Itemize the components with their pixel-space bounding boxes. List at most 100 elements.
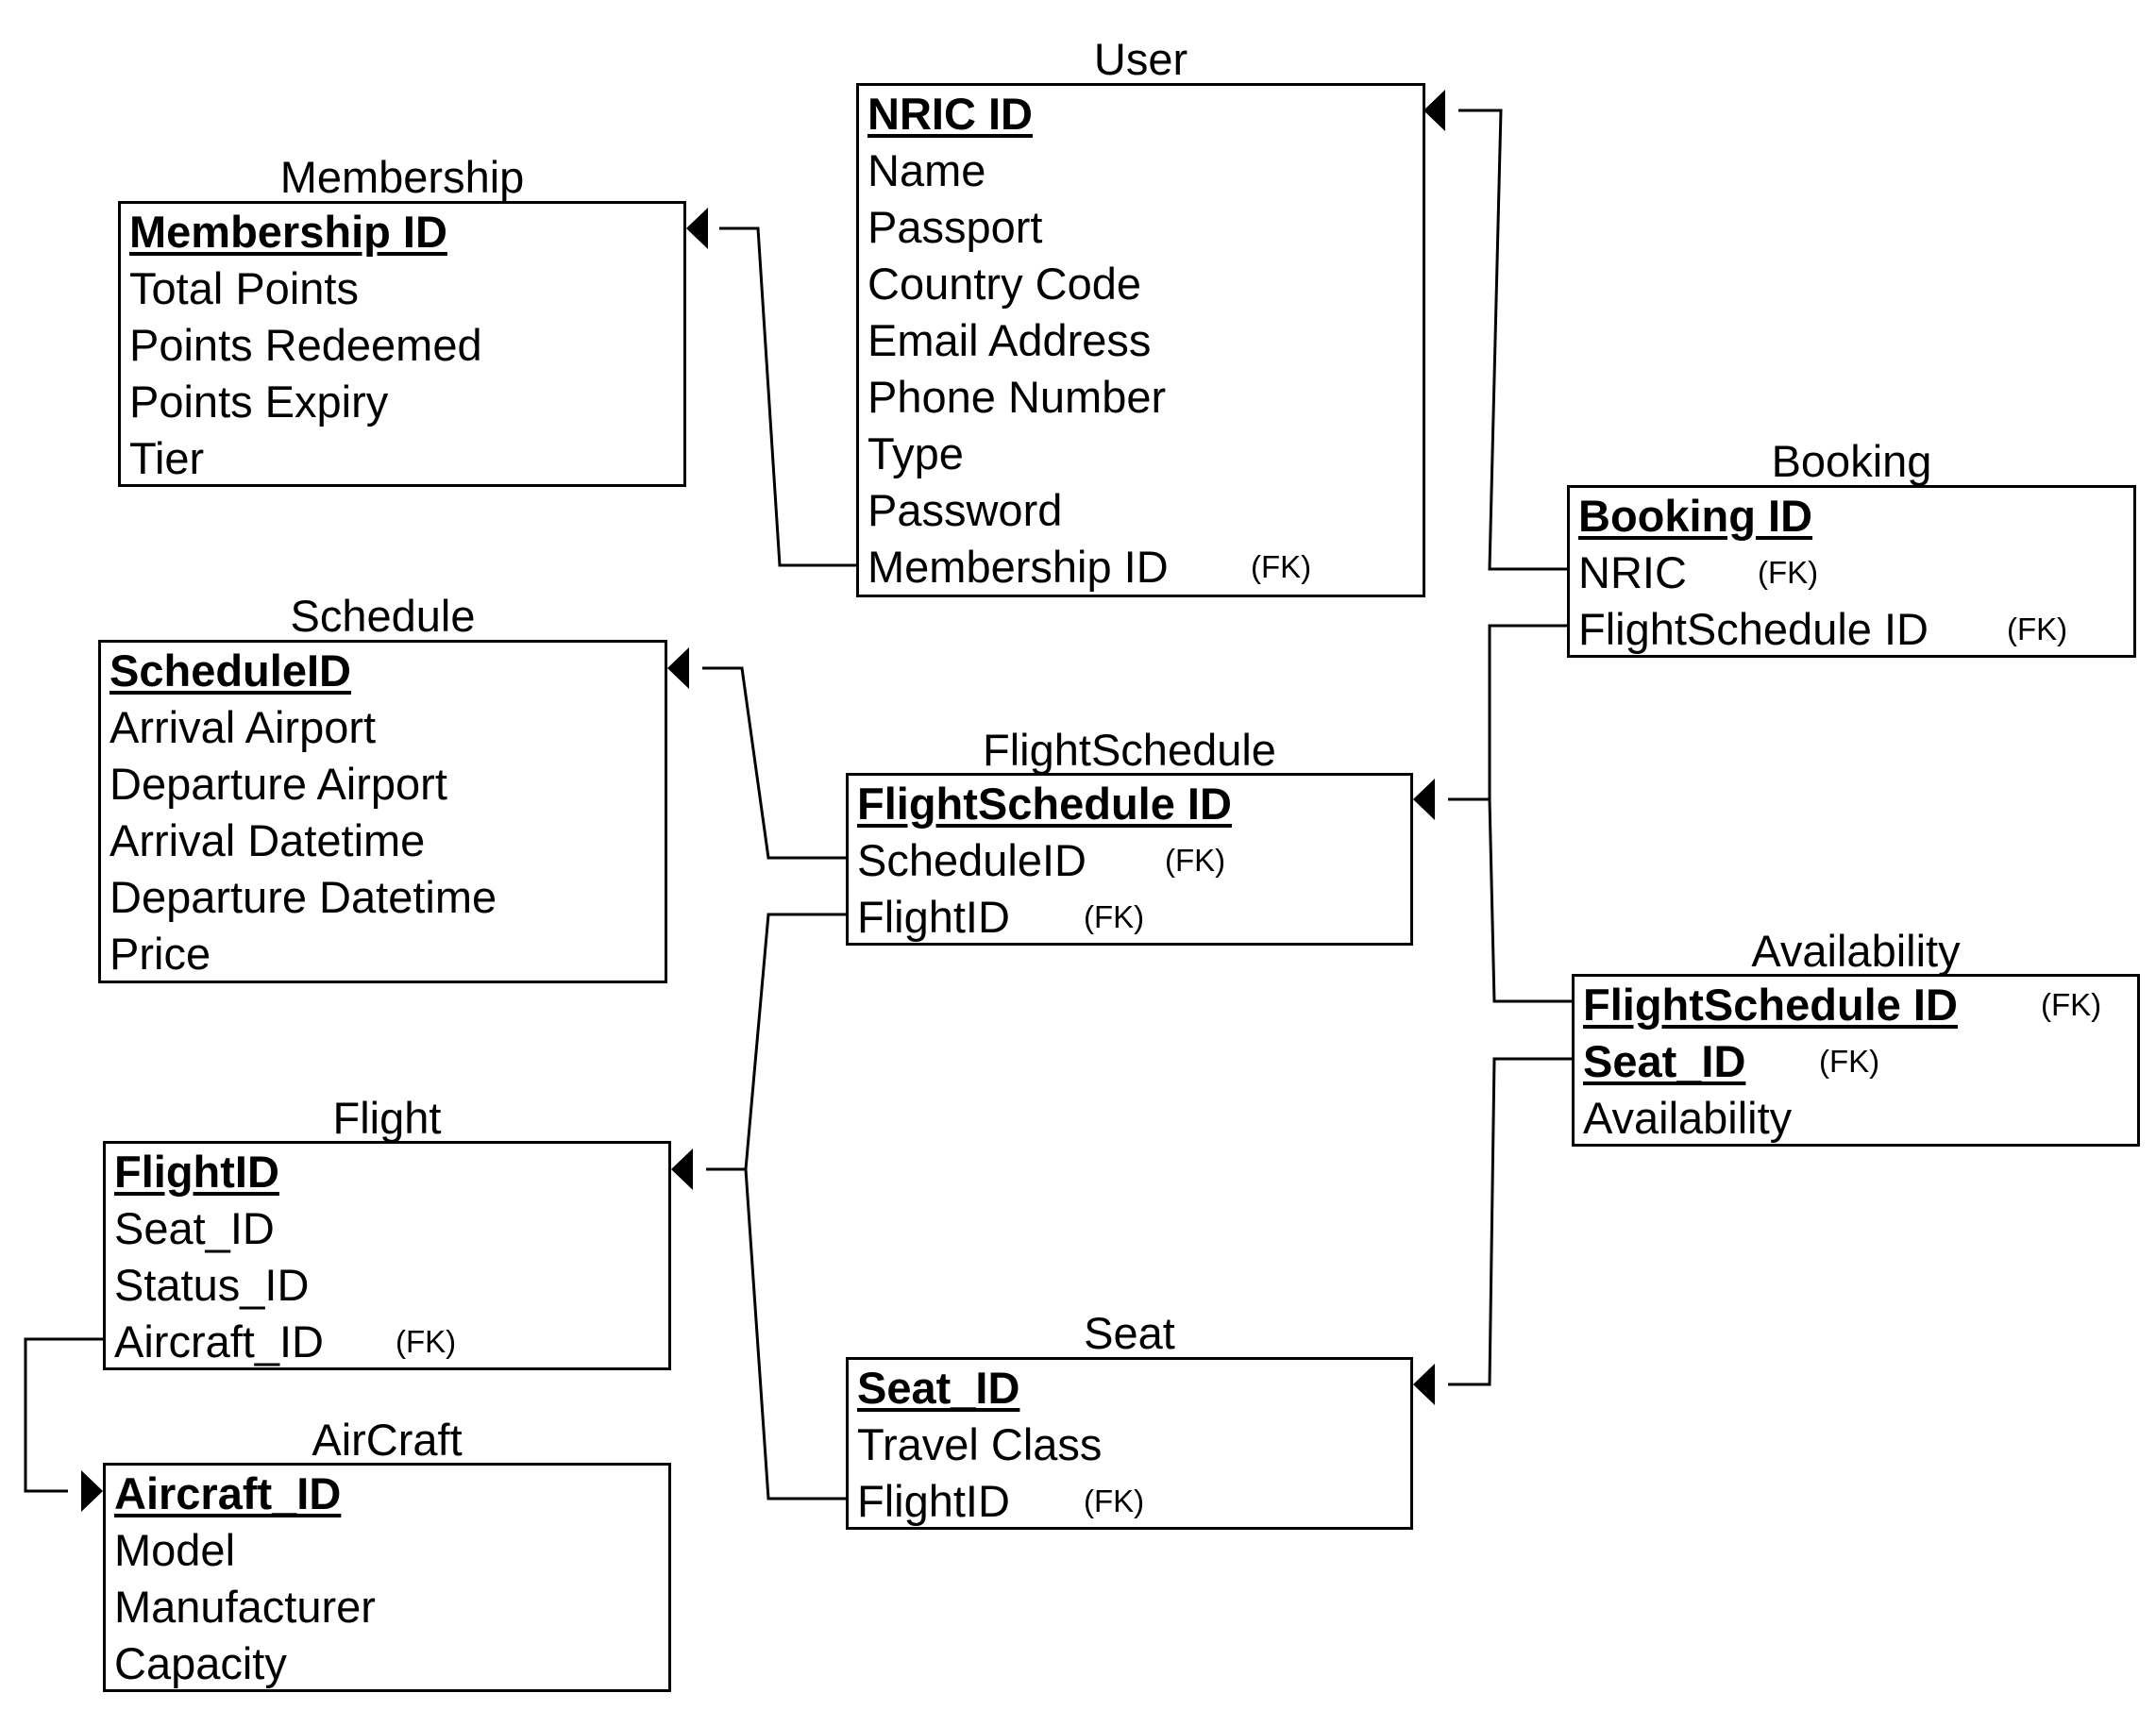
entity-aircraft: Aircraft_ID Model Manufacturer Capacity: [103, 1463, 671, 1692]
field-membership-total-points: Total Points: [129, 260, 359, 317]
entity-title-availability: Availability: [1751, 926, 1961, 976]
entity-title-user: User: [1093, 34, 1188, 84]
field-label: Points Redeemed: [129, 320, 482, 370]
entity-schedule: ScheduleID Arrival Airport Departure Air…: [98, 640, 667, 983]
field-label: Seat_ID: [114, 1203, 275, 1253]
field-label: ScheduleID: [857, 835, 1086, 885]
field-schedule-arrival-datetime: Arrival Datetime: [109, 813, 425, 869]
field-schedule-departure-datetime: Departure Datetime: [109, 869, 497, 926]
rel-booking-flightschedule: [1488, 624, 1567, 799]
field-aircraft-capacity: Capacity: [114, 1635, 287, 1692]
rel-flight-arrowhead: [671, 1148, 693, 1190]
field-label: Membership ID: [867, 542, 1169, 592]
field-label: Manufacturer: [114, 1582, 376, 1632]
field-booking-flightschedule-id: FlightSchedule ID (FK): [1578, 601, 2126, 658]
fk-marker: (FK): [396, 1324, 457, 1359]
field-membership-id: Membership ID: [129, 204, 447, 260]
field-user-name: Name: [867, 142, 985, 199]
rel-flightschedule-schedule-arrowhead: [667, 647, 689, 689]
entity-title-flight: Flight: [332, 1093, 442, 1143]
field-label: Status_ID: [114, 1260, 310, 1310]
field-label: Email Address: [867, 315, 1152, 365]
field-label: Travel Class: [857, 1419, 1103, 1469]
entity-title-schedule: Schedule: [290, 591, 476, 641]
fk-marker: (FK): [1084, 1484, 1145, 1518]
field-user-nric-id: NRIC ID: [867, 86, 1033, 142]
field-flightschedule-flightid: FlightID (FK): [857, 889, 1405, 946]
field-label: FlightID: [857, 1476, 1010, 1526]
field-label: Seat_ID: [857, 1363, 1020, 1413]
fk-marker: (FK): [1084, 899, 1145, 934]
field-label: Departure Airport: [109, 759, 447, 809]
field-label: Aircraft_ID: [114, 1316, 324, 1366]
field-seat-id: Seat_ID: [857, 1360, 1019, 1417]
field-label: FlightSchedule ID: [1578, 604, 1929, 654]
field-booking-nric: NRIC (FK): [1578, 545, 2126, 601]
rel-booking-user-arrowhead: [1423, 90, 1445, 131]
field-label: Membership ID: [129, 207, 447, 257]
field-flightschedule-id: FlightSchedule ID: [857, 776, 1232, 832]
fk-marker: (FK): [1165, 843, 1226, 878]
fk-marker: (FK): [1758, 555, 1819, 590]
field-availability-seat-id: Seat_ID(FK): [1583, 1033, 2131, 1090]
field-aircraft-id: Aircraft_ID: [114, 1466, 341, 1522]
field-label: Arrival Airport: [109, 702, 377, 752]
field-label: FlightID: [857, 892, 1010, 942]
field-aircraft-manufacturer: Manufacturer: [114, 1579, 376, 1635]
entity-availability: FlightSchedule ID (FK) Seat_ID(FK) Availa…: [1572, 974, 2140, 1147]
field-label: Points Expiry: [129, 377, 389, 427]
fk-marker: (FK): [2041, 987, 2102, 1022]
rel-flight-aircraft: [24, 1337, 103, 1493]
field-booking-id: Booking ID: [1578, 488, 1812, 545]
rel-user-membership-arrowhead: [686, 208, 708, 249]
field-label: Availability: [1583, 1093, 1793, 1143]
field-membership-points-expiry: Points Expiry: [129, 374, 388, 430]
entity-booking: Booking ID NRIC (FK) FlightSchedule ID (FK…: [1567, 485, 2136, 658]
entity-title-seat: Seat: [1084, 1308, 1175, 1358]
field-user-password: Password: [867, 482, 1062, 539]
field-membership-points-redeemed: Points Redeemed: [129, 317, 482, 374]
field-availability-flightschedule-id: FlightSchedule ID (FK): [1583, 977, 2131, 1033]
entity-user: NRIC ID Name Passport Country Code Email…: [856, 83, 1425, 597]
field-user-membership-id: Membership ID(FK): [867, 539, 1415, 595]
field-label: NRIC ID: [867, 89, 1033, 139]
field-label: Country Code: [867, 259, 1141, 309]
entity-membership: Membership ID Total Points Points Redeem…: [118, 201, 686, 487]
rel-flight-aircraft-arrowhead: [81, 1470, 103, 1512]
field-label: Passport: [867, 202, 1043, 252]
field-flight-status-id: Status_ID: [114, 1257, 309, 1314]
rel-user-membership: [719, 226, 856, 567]
field-schedule-id: ScheduleID: [109, 643, 351, 699]
field-membership-tier: Tier: [129, 430, 204, 487]
entity-flightschedule: FlightSchedule ID ScheduleID (FK) FlightI…: [846, 773, 1413, 946]
field-label: Type: [867, 428, 964, 478]
entity-flight: FlightID Seat_ID Status_ID Aircraft_ID (F…: [103, 1141, 671, 1370]
field-label: FlightID: [114, 1147, 279, 1197]
fk-marker: (FK): [2007, 612, 2068, 646]
field-flight-seat-id: Seat_ID: [114, 1200, 275, 1257]
rel-seat-flight: [744, 1168, 846, 1500]
rel-booking-user: [1458, 109, 1567, 571]
entity-title-membership: Membership: [279, 152, 525, 202]
entity-title-booking: Booking: [1771, 436, 1932, 486]
field-seat-flightid: FlightID (FK): [857, 1473, 1405, 1530]
rel-flightschedule-flight: [744, 913, 846, 1170]
rel-availability-seat: [1448, 1057, 1572, 1386]
rel-availability-flightschedule: [1488, 798, 1572, 1003]
field-label: Phone Number: [867, 372, 1167, 422]
rel-flightschedule-arrowhead: [1413, 779, 1435, 820]
field-label: Arrival Datetime: [109, 815, 426, 865]
entity-title-flightschedule: FlightSchedule: [983, 725, 1276, 775]
field-schedule-arrival-airport: Arrival Airport: [109, 699, 376, 756]
field-user-passport: Passport: [867, 199, 1042, 256]
field-label: Booking ID: [1578, 491, 1813, 541]
field-label: FlightSchedule ID: [1583, 980, 1958, 1030]
field-label: Name: [867, 145, 986, 195]
field-label: Model: [114, 1525, 236, 1575]
field-schedule-price: Price: [109, 926, 211, 982]
field-label: Seat_ID: [1583, 1036, 1746, 1086]
field-aircraft-model: Model: [114, 1522, 235, 1579]
field-label: NRIC: [1578, 547, 1687, 597]
rel-flightschedule-schedule: [702, 666, 846, 860]
